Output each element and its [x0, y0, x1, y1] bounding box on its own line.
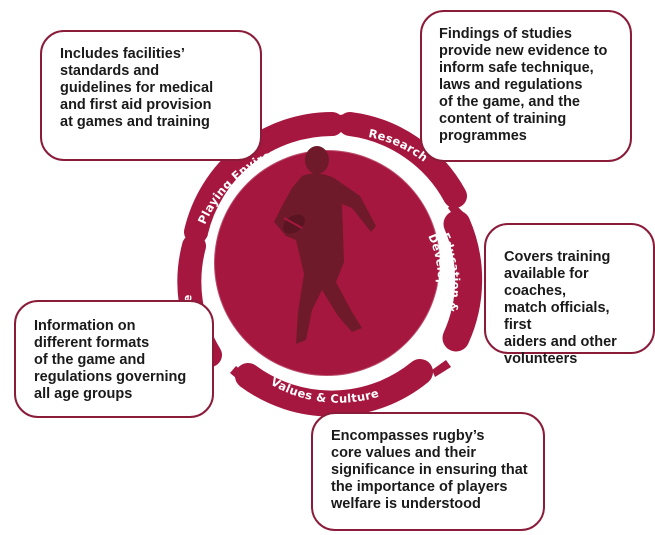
playing-environment-text: Includes facilities’ standards and guide…	[60, 46, 214, 130]
education-development-text: Covers training available for coaches, m…	[504, 249, 617, 367]
the-game-text: Information on different formats of the …	[34, 318, 187, 402]
the-game-box: Information on different formats of the …	[14, 300, 214, 418]
ring-segment-research	[338, 112, 467, 208]
ring-segment-education	[442, 210, 483, 352]
values-culture-text: Encompasses rugby’s core values and thei…	[331, 428, 528, 512]
rugby-player-silhouette-icon	[274, 146, 376, 344]
playing-environment-box: Includes facilities’ standards and guide…	[40, 30, 262, 161]
education-development-box: Covers training available for coaches, m…	[484, 223, 655, 367]
brush-fragments	[186, 114, 463, 383]
research-box: Findings of studies provide new evidence…	[420, 10, 632, 162]
research-text: Findings of studies provide new evidence…	[439, 26, 608, 144]
values-culture-box: Encompasses rugby’s core values and thei…	[311, 412, 545, 531]
ring-segment-values	[235, 359, 433, 417]
